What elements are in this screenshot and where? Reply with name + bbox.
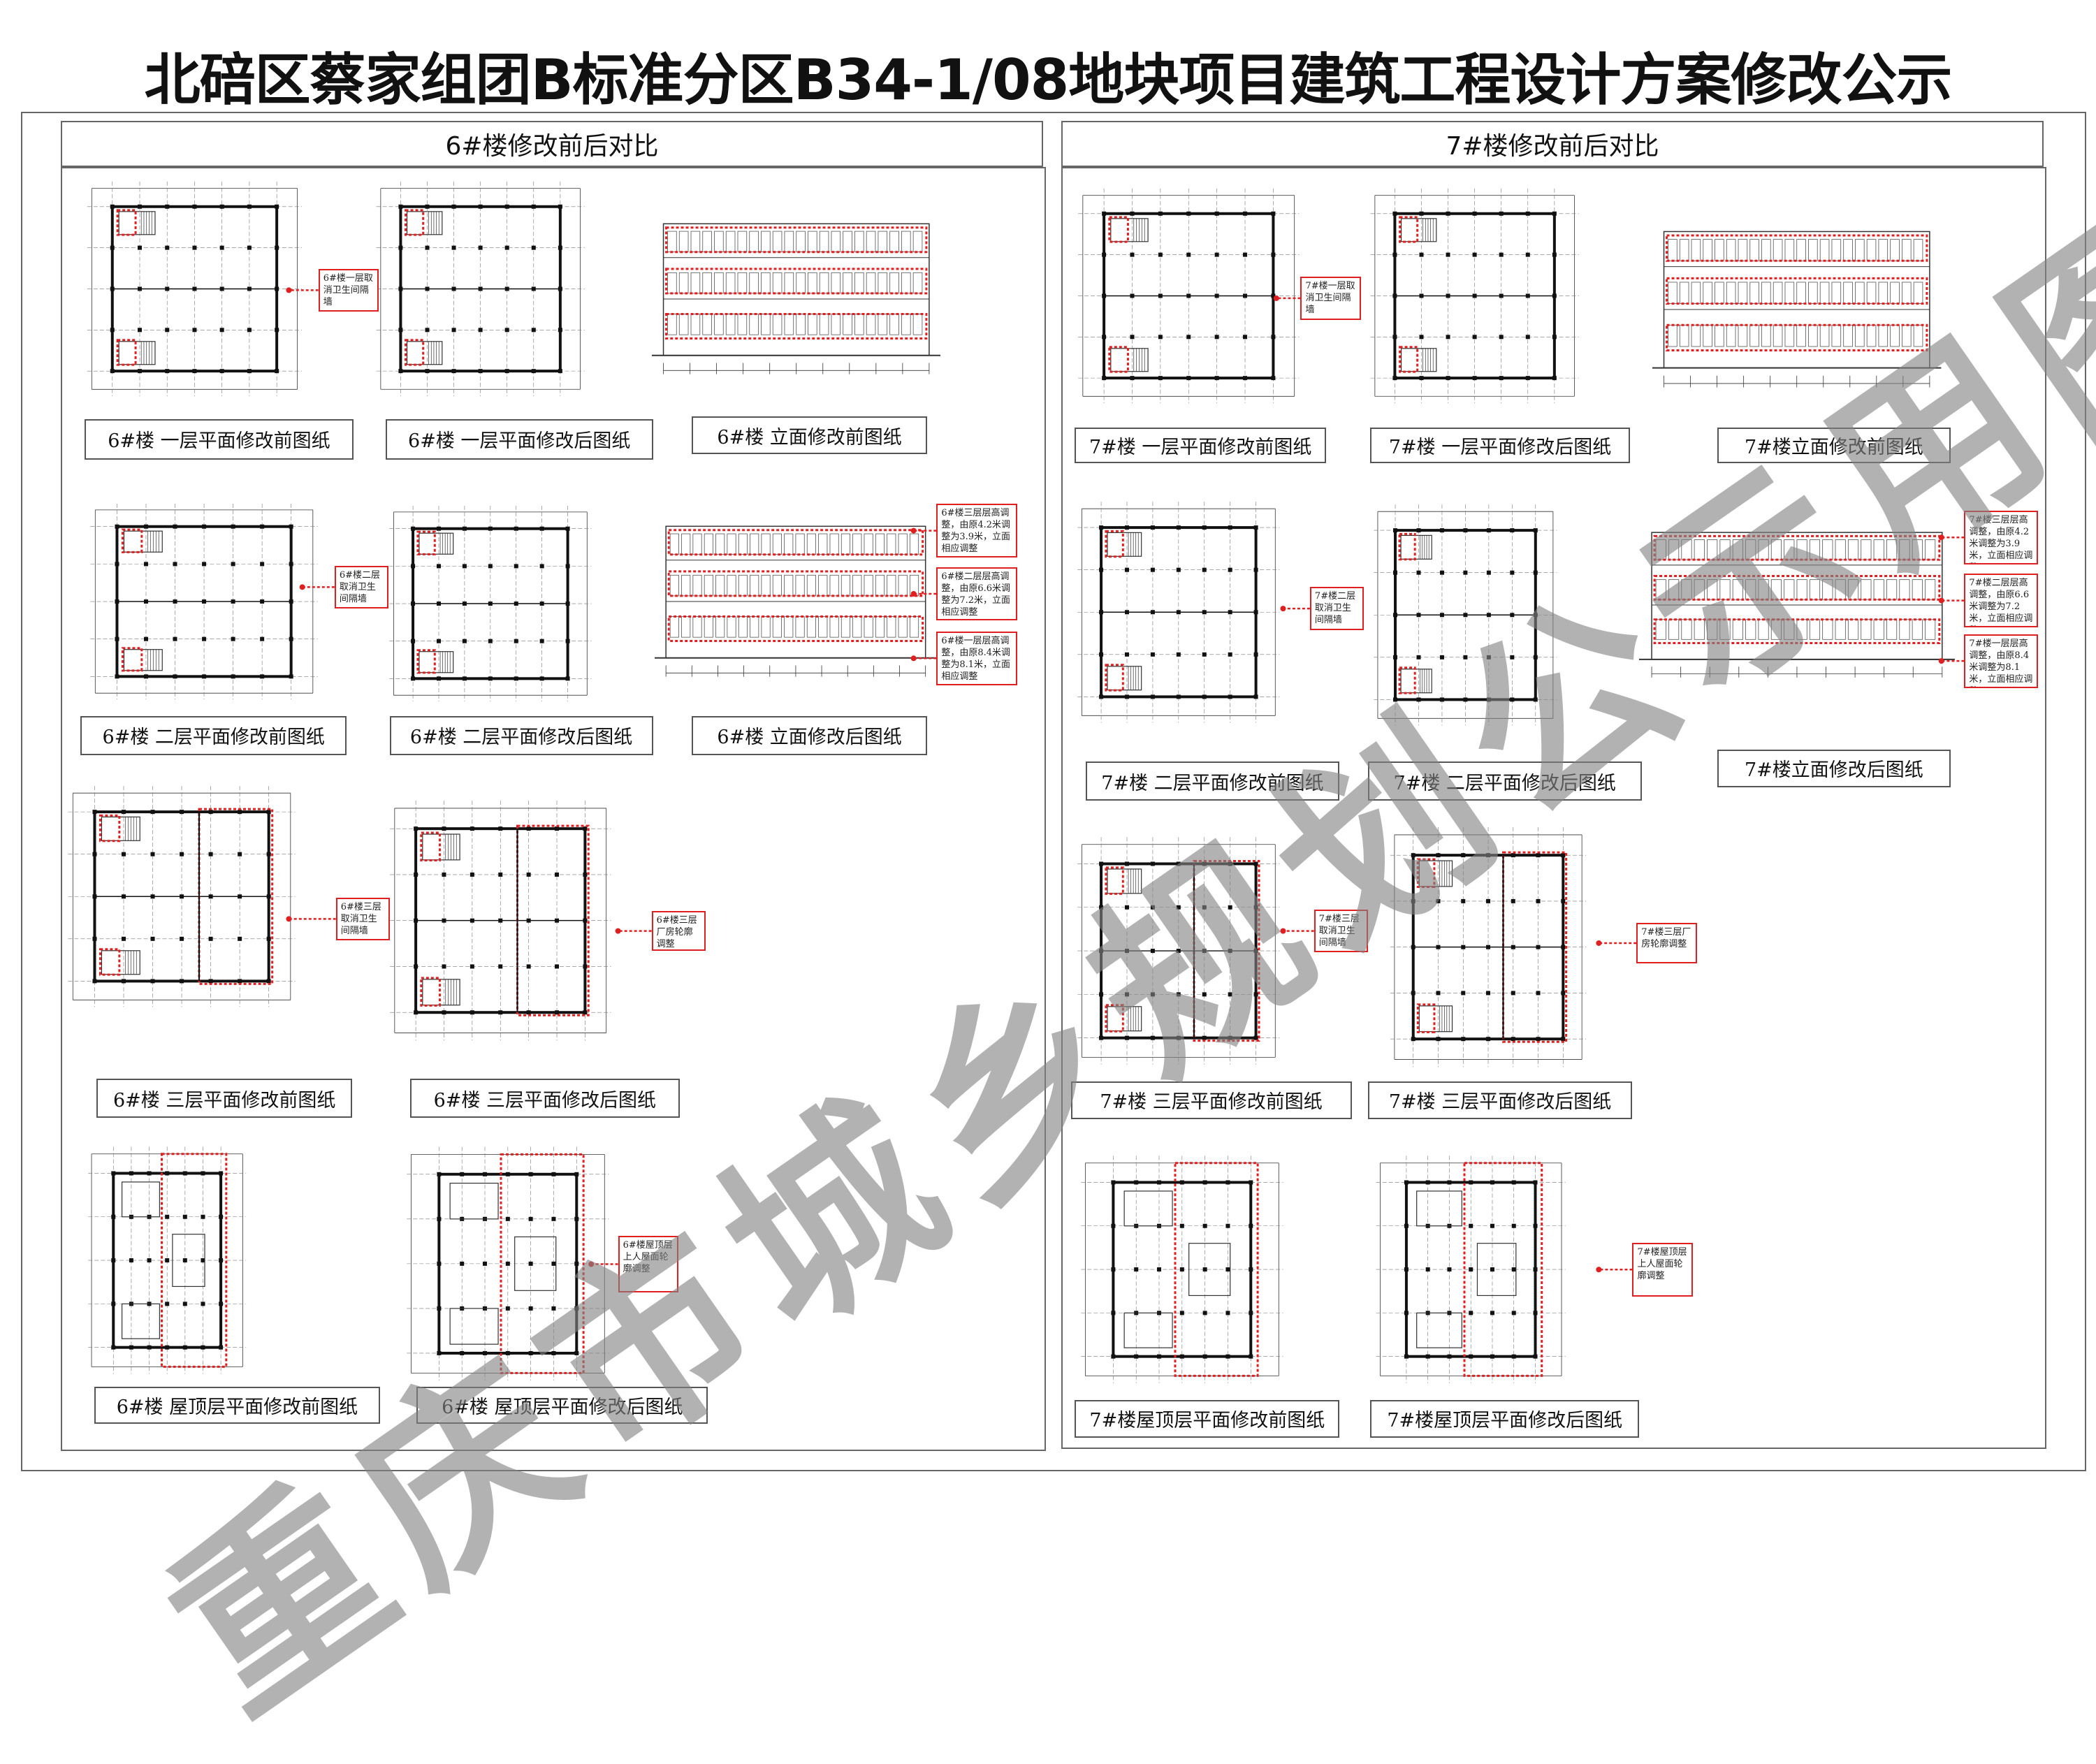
- left-annotation-note: 6#楼三层取消卫生间隔墙: [335, 897, 390, 941]
- left-drawing-caption: 6#楼 立面修改后图纸: [692, 715, 927, 755]
- right-annotation-note: 7#楼三层取消卫生间隔墙: [1313, 909, 1368, 953]
- left-panel-header: 6#楼修改前后对比: [61, 121, 1043, 167]
- right-annotation-note: 7#楼三层层高调整，由原4.2米调整为3.9米，立面相应调整: [1964, 510, 2039, 564]
- left-drawing-3-elev: [651, 223, 941, 375]
- right-drawing-4-plan: [1077, 501, 1280, 723]
- right-panel-header: 7#楼修改前后对比: [1061, 121, 2044, 167]
- right-annotation-note: 7#楼一层取消卫生间隔墙: [1300, 277, 1361, 320]
- right-drawing-7-plan3: [1077, 837, 1280, 1065]
- left-annotation-note: 6#楼三层层高调整，由原4.2米调整为3.9米，立面相应调整: [936, 504, 1017, 558]
- left-drawing-8-plan3: [390, 800, 611, 1040]
- right-drawing-caption: 7#楼立面修改前图纸: [1717, 427, 1951, 464]
- right-panel: [1061, 167, 2046, 1449]
- left-drawing-caption: 6#楼 屋顶层平面修改后图纸: [416, 1386, 708, 1424]
- left-drawing-4-plan: [90, 503, 318, 699]
- left-annotation-note: 6#楼屋顶层上人屋面轮廓调整: [618, 1236, 679, 1292]
- right-drawing-5-plan: [1373, 504, 1557, 725]
- left-drawing-2-plan: [376, 181, 585, 397]
- left-annotation-note: 6#楼二层取消卫生间隔墙: [334, 565, 388, 609]
- right-drawing-1-plan: [1077, 188, 1300, 403]
- left-annotation-note: 6#楼一层层高调整，由原8.4米调整为8.1米，立面相应调整: [936, 631, 1017, 685]
- right-drawing-caption: 7#楼 二层平面修改前图纸: [1085, 761, 1340, 801]
- right-annotation-note: 7#楼二层层高调整，由原6.6米调整为7.2米，立面相应调整: [1964, 574, 2039, 628]
- left-drawing-caption: 6#楼 屋顶层平面修改前图纸: [94, 1386, 381, 1424]
- left-drawing-caption: 6#楼 三层平面修改前图纸: [96, 1079, 352, 1118]
- left-panel: [61, 167, 1046, 1451]
- left-drawing-caption: 6#楼 一层平面修改后图纸: [385, 418, 653, 460]
- right-drawing-6-elev: [1639, 532, 1955, 678]
- left-drawing-caption: 6#楼 二层平面修改后图纸: [389, 715, 653, 755]
- right-drawing-caption: 7#楼 三层平面修改前图纸: [1070, 1081, 1352, 1119]
- left-drawing-caption: 6#楼 立面修改前图纸: [692, 416, 927, 454]
- left-annotation-note: 6#楼一层取消卫生间隔墙: [318, 268, 379, 312]
- right-annotation-note: 7#楼屋顶层上人屋面轮廓调整: [1632, 1242, 1693, 1297]
- right-drawing-caption: 7#楼屋顶层平面修改前图纸: [1075, 1399, 1340, 1438]
- right-drawing-3-elev: [1652, 231, 1942, 388]
- page-title: 北碚区蔡家组团B标准分区B34-1/08地块项目建筑工程设计方案修改公示: [144, 48, 1953, 112]
- right-drawing-caption: 7#楼立面修改后图纸: [1717, 750, 1951, 787]
- right-drawing-8-plan3: [1390, 826, 1586, 1067]
- right-drawing-caption: 7#楼 一层平面修改后图纸: [1370, 427, 1630, 464]
- right-drawing-caption: 7#楼 二层平面修改后图纸: [1367, 761, 1642, 801]
- right-drawing-2-plan: [1370, 188, 1579, 403]
- right-drawing-caption: 7#楼屋顶层平面修改后图纸: [1370, 1399, 1640, 1438]
- right-drawing-9-roof: [1081, 1156, 1283, 1383]
- right-drawing-caption: 7#楼 三层平面修改后图纸: [1367, 1081, 1633, 1119]
- left-drawing-caption: 6#楼 三层平面修改后图纸: [409, 1079, 681, 1118]
- outer-frame: [21, 112, 2086, 1471]
- right-drawing-caption: 7#楼 一层平面修改前图纸: [1075, 427, 1326, 464]
- left-drawing-1-plan: [87, 181, 303, 397]
- right-annotation-note: 7#楼一层层高调整，由原8.4米调整为8.1米，立面相应调整: [1964, 634, 2039, 688]
- right-drawing-10-roof: [1376, 1156, 1566, 1383]
- left-drawing-10-roof: [407, 1146, 609, 1380]
- left-drawing-5-plan: [389, 506, 592, 702]
- left-drawing-6-elev: [654, 525, 937, 677]
- left-drawing-7-plan3: [67, 786, 296, 1007]
- left-drawing-caption: 6#楼 一层平面修改前图纸: [85, 418, 354, 460]
- left-drawing-9-roof: [88, 1146, 247, 1374]
- right-annotation-note: 7#楼二层取消卫生间隔墙: [1309, 587, 1364, 630]
- left-drawing-caption: 6#楼 二层平面修改前图纸: [80, 715, 347, 755]
- right-annotation-note: 7#楼三层厂房轮廓调整: [1636, 923, 1697, 963]
- left-annotation-note: 6#楼二层层高调整，由原6.6米调整为7.2米，立面相应调整: [936, 567, 1017, 621]
- left-annotation-note: 6#楼三层厂房轮廓调整: [651, 910, 706, 952]
